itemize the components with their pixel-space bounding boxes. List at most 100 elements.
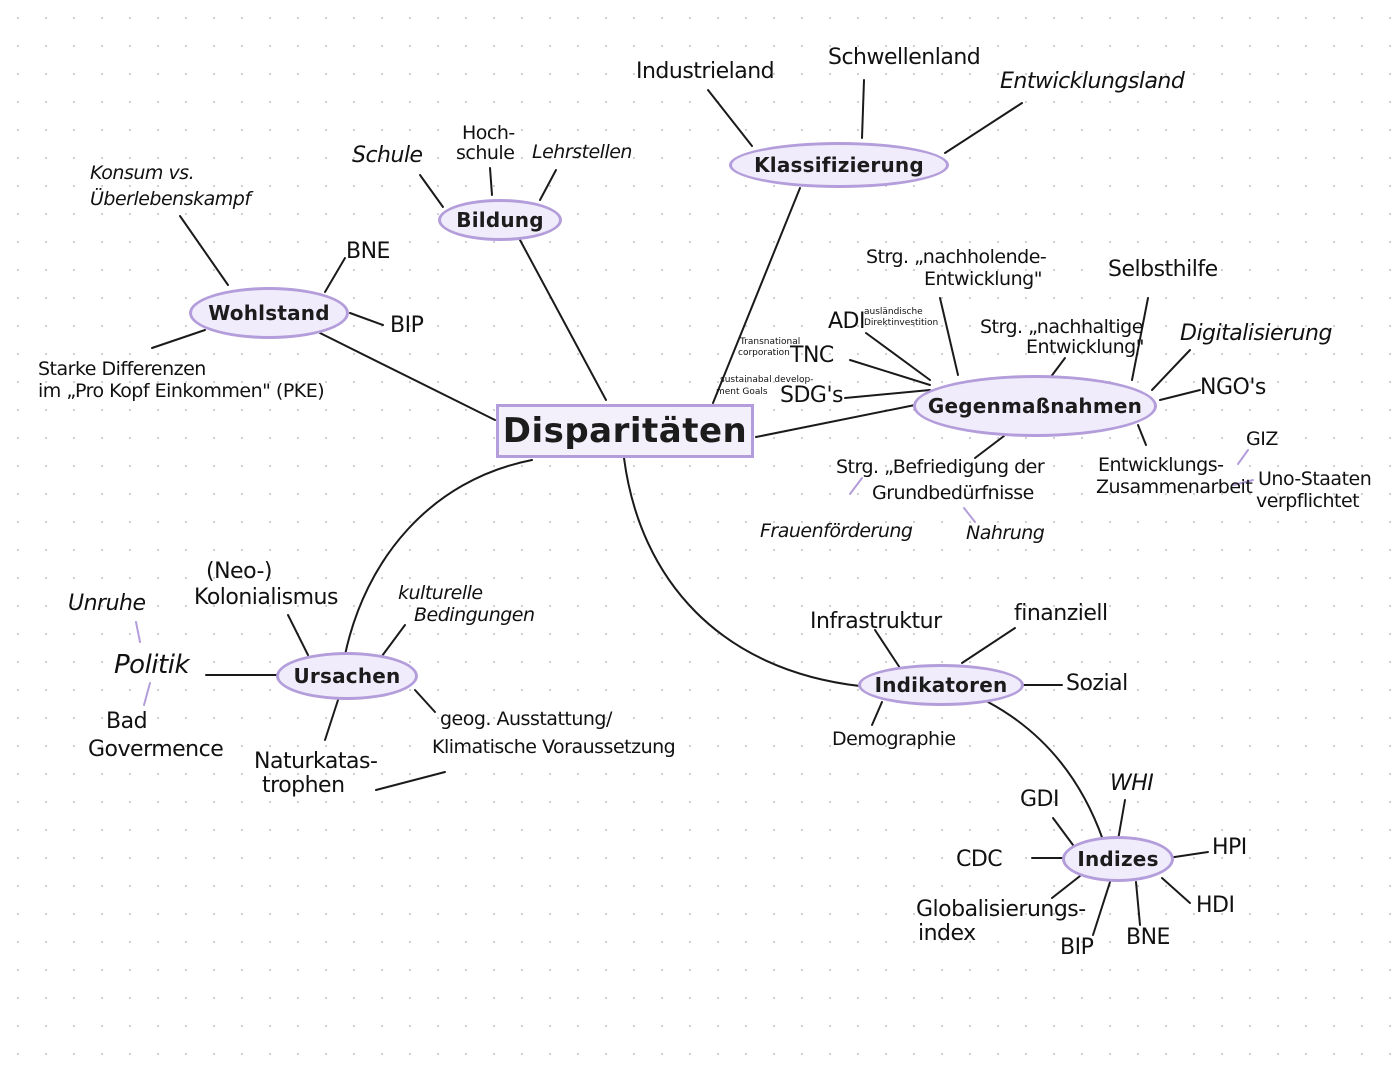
line-idx-bne [1135, 881, 1141, 926]
line-klass-schwellenland [861, 79, 865, 139]
line-gm-tnc [849, 359, 931, 386]
node-klassifizierung: Klassifizierung [729, 142, 949, 188]
label-unruhe: Unruhe [68, 591, 146, 616]
label-wohlstand-bne: BNE [346, 239, 390, 264]
accent-line-grund-nahrung [963, 507, 976, 523]
label-schwellenland: Schwellenland [828, 45, 981, 70]
label-differenzen-2: im „Pro Kopf Einkommen" (PKE) [38, 380, 325, 402]
label-tnc-note-2: corporation [738, 348, 790, 358]
label-index: index [918, 921, 976, 946]
label-hdi: HDI [1196, 893, 1235, 918]
label-bad: Bad [106, 709, 148, 734]
label-digitalisierung: Digitalisierung [1180, 321, 1332, 346]
label-nachhaltig-2: Entwicklung" [1026, 336, 1144, 358]
label-naturkatas: Naturkatas- [254, 749, 378, 774]
line-ur-geog [414, 689, 436, 713]
label-adi: ADI [828, 309, 865, 334]
label-indizes-bip: BIP [1060, 935, 1094, 960]
label-ngos: NGO's [1200, 375, 1266, 400]
node-gegenmassnahmen: Gegenmaßnahmen [913, 375, 1157, 437]
line-idx-bip [1092, 881, 1111, 936]
line-idx-hdi [1161, 877, 1191, 904]
accent-line-politik-bad [143, 682, 151, 706]
line-wohlstand-bne [324, 257, 346, 293]
label-hochschule-1: Hoch- [462, 122, 515, 144]
label-giz: GIZ [1246, 428, 1278, 450]
line-wohlstand-bip [349, 312, 384, 326]
label-frauenfoerderung: Frauenförderung [760, 520, 913, 542]
label-grund-1: Strg. „Befriedigung der [836, 456, 1045, 478]
label-sozial: Sozial [1066, 671, 1128, 696]
line-center-indikatoren [623, 457, 861, 687]
line-wohlstand-differenzen [151, 329, 206, 349]
line-center-klassifizierung [712, 187, 801, 404]
label-nachholende-1: Strg. „nachholende- [866, 246, 1047, 268]
node-bildung: Bildung [438, 199, 562, 241]
line-center-wohlstand [319, 332, 496, 421]
line-ind-demographie [871, 701, 883, 726]
label-konsum: Konsum vs. [90, 162, 195, 184]
line-gm-sdgs [844, 389, 931, 399]
node-wohlstand: Wohlstand [189, 287, 349, 339]
label-govermence: Govermence [88, 737, 224, 762]
label-geog-1: geog. Ausstattung/ [440, 708, 612, 730]
node-indikatoren: Indikatoren [858, 664, 1024, 706]
label-schule: Schule [352, 143, 423, 168]
accent-line-ez-uno [1233, 479, 1254, 486]
line-ur-natur [324, 699, 339, 741]
line-gm-ngos [1159, 389, 1201, 401]
center-node-disparitaeten: Disparitäten [496, 404, 754, 458]
label-nahrung: Nahrung [966, 522, 1045, 544]
label-nachholende-2: Entwicklung" [924, 268, 1042, 290]
label-hochschule-2: schule [456, 142, 515, 164]
label-gdi: GDI [1020, 787, 1059, 812]
line-wohlstand-konsum [179, 215, 229, 286]
label-selbsthilfe: Selbsthilfe [1108, 257, 1218, 282]
label-sdgs: SDG's [780, 383, 843, 408]
label-uno-1: Uno-Staaten [1258, 468, 1372, 490]
node-indizes: Indizes [1062, 836, 1174, 882]
label-tnc: TNC [790, 343, 834, 368]
line-ind-infrastruktur [874, 629, 901, 669]
line-idx-hpi [1167, 851, 1209, 859]
label-industrieland: Industrieland [636, 59, 775, 84]
label-politik: Politik [114, 650, 190, 680]
line-bildung-schule [419, 174, 444, 208]
accent-line-ez-giz [1237, 449, 1249, 465]
line-bildung-hochschule [489, 167, 493, 196]
accent-line-grund-frauen [849, 477, 863, 495]
label-whi: WHI [1110, 771, 1154, 796]
label-demographie: Demographie [832, 728, 956, 750]
line-ur-kultur [381, 624, 406, 657]
label-adi-note-2: Direktinvestition [864, 318, 939, 328]
label-tnc-note-1: Transnational [740, 337, 801, 347]
label-sdg-note-1: sustainabal develop- [720, 375, 814, 385]
line-ind-finanziell [961, 627, 1016, 664]
line-bildung-lehrstellen [539, 169, 557, 201]
label-nachhaltig-1: Strg. „nachhaltige [980, 316, 1143, 338]
line-idx-glob [1051, 875, 1081, 899]
label-differenzen-1: Starke Differenzen [38, 358, 206, 380]
label-indizes-bne: BNE [1126, 925, 1170, 950]
label-globalisierungs: Globalisierungs- [916, 897, 1086, 922]
label-lehrstellen: Lehrstellen [532, 141, 632, 163]
line-center-gegenmassnahmen [755, 404, 916, 438]
line-gm-digitalisierung [1151, 349, 1191, 391]
label-trophen: trophen [262, 773, 345, 798]
node-ursachen: Ursachen [276, 652, 418, 700]
label-geog-2: Klimatische Voraussetzung [432, 736, 676, 758]
line-klass-entwicklungsland [944, 102, 1023, 154]
line-idx-gdi [1052, 817, 1074, 846]
label-uno-2: verpflichtet [1256, 490, 1360, 512]
line-center-ursachen [344, 459, 533, 656]
line-indikatoren-indizes [987, 701, 1104, 841]
label-adi-note-1: ausländische [864, 307, 923, 317]
line-ur-kolonialismus [287, 614, 309, 656]
label-hpi: HPI [1212, 835, 1247, 860]
line-gm-ez [1137, 424, 1147, 446]
label-bedingungen: Bedingungen [414, 604, 535, 626]
line-gm-selbsthilfe [1131, 297, 1149, 381]
line-gm-nachholende [939, 297, 959, 376]
